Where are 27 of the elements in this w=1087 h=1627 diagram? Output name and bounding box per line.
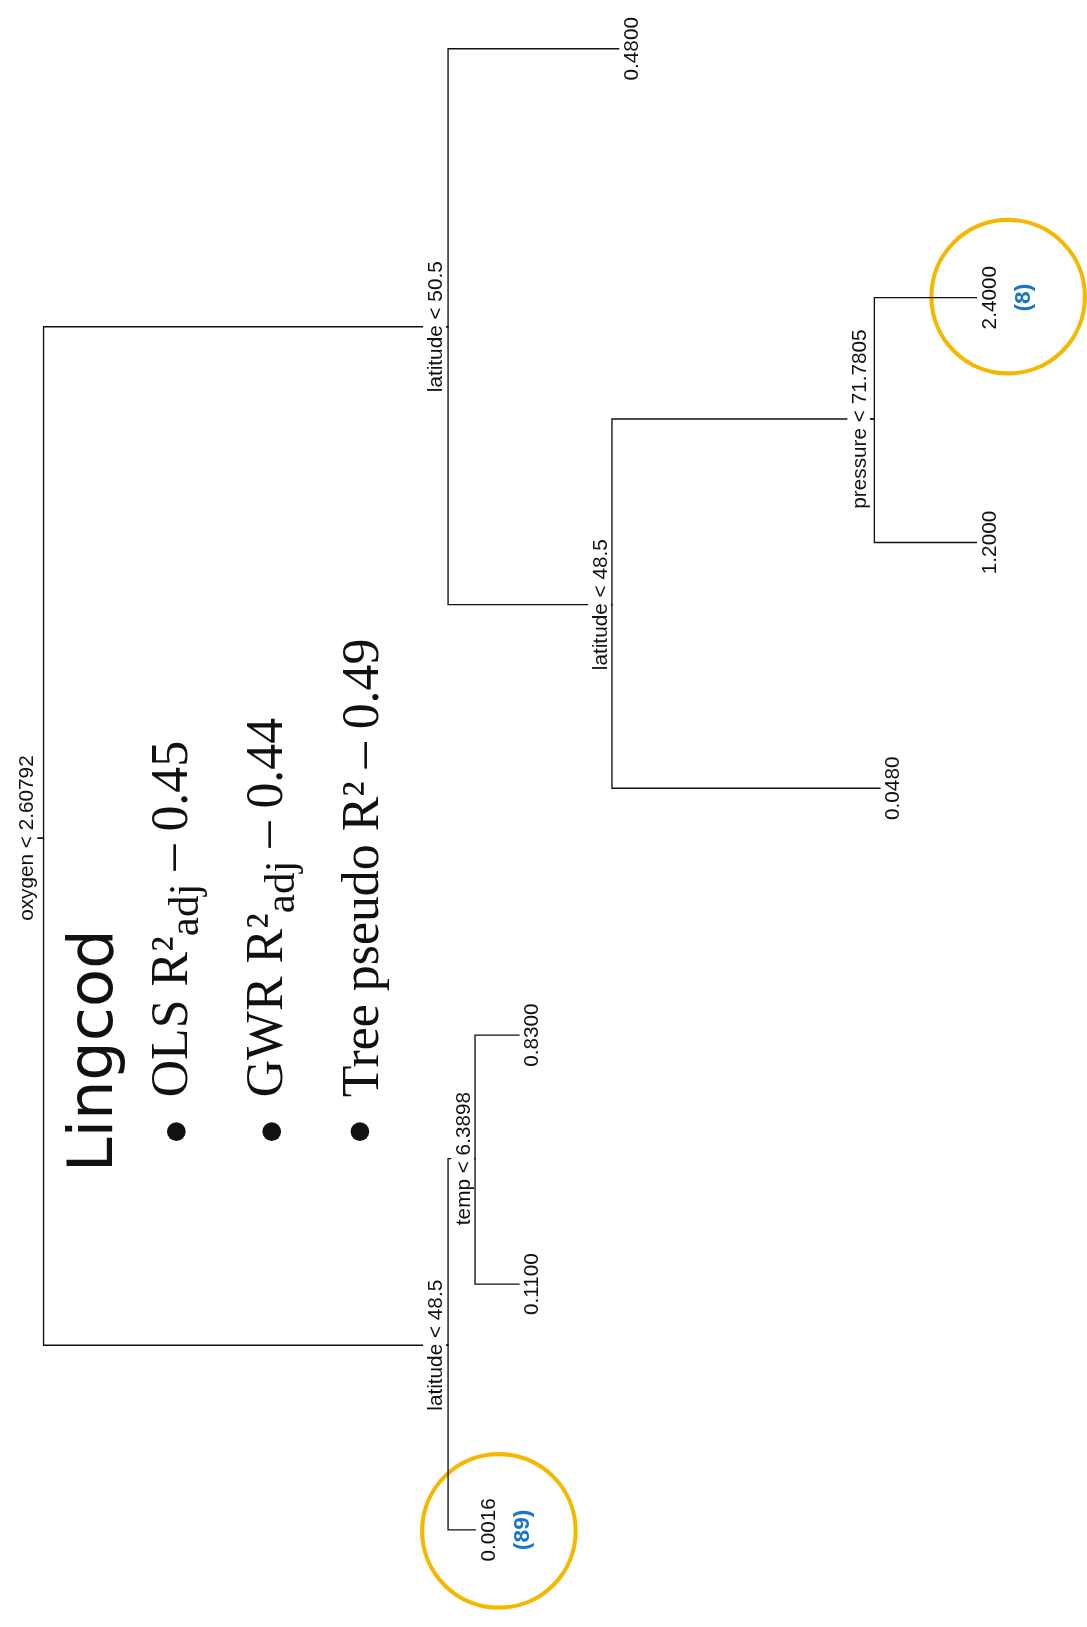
split-label: oxygen < 2.60792 <box>14 755 38 921</box>
sample-count: (89) <box>509 1509 535 1551</box>
tree-branch <box>473 1034 521 1160</box>
tree-branch <box>445 48 620 328</box>
tree-branch <box>36 837 424 1346</box>
sample-count: (8) <box>1010 283 1036 312</box>
leaf-value: 2.4000 <box>977 265 1000 330</box>
tree-branch <box>445 326 589 606</box>
bullet-item: Tree pseudo R² – 0.49 <box>329 638 390 1098</box>
tree-branch <box>445 1344 477 1531</box>
split-label: pressure < 71.7805 <box>847 329 871 509</box>
tree-branch <box>610 604 882 789</box>
leaf-value: 1.2000 <box>977 510 1000 575</box>
leaf-value: 0.0480 <box>880 756 904 820</box>
split-label: temp < 6.3898 <box>451 1091 474 1226</box>
tree-branch <box>869 418 978 544</box>
split-label: latitude < 48.5 <box>423 1279 446 1411</box>
split-label: latitude < 48.5 <box>588 539 611 671</box>
leaf-value: 0.0016 <box>476 1498 499 1562</box>
title: Lingcod <box>52 929 128 1173</box>
tree-branch <box>473 1157 521 1285</box>
leaf-value: 0.8300 <box>519 1003 543 1067</box>
split-label: latitude < 50.5 <box>423 261 446 393</box>
tree-branch <box>610 418 849 606</box>
leaf-value: 0.1100 <box>519 1253 543 1315</box>
leaf-value: 0.4800 <box>619 17 643 81</box>
tree-branch <box>445 1157 452 1346</box>
